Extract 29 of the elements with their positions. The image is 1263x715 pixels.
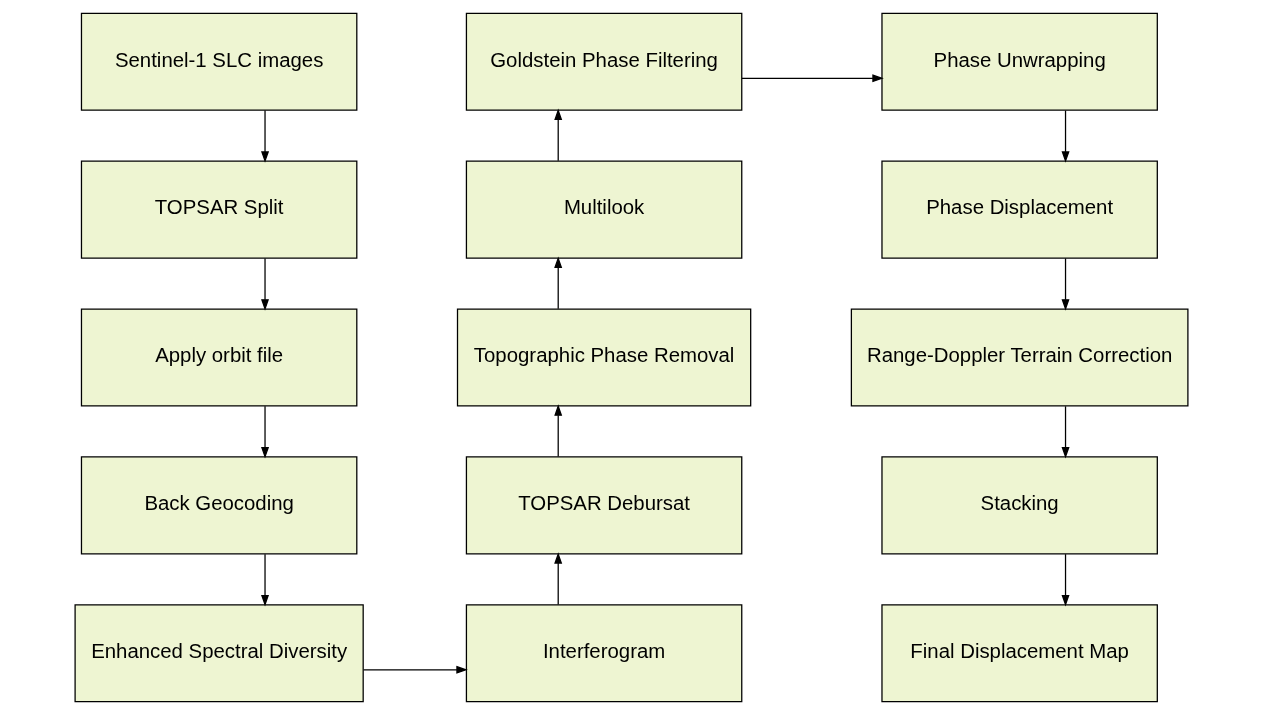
arrow bbox=[554, 404, 563, 458]
arrow bbox=[554, 552, 563, 606]
arrow bbox=[554, 256, 563, 310]
arrow bbox=[1061, 109, 1070, 163]
arrow bbox=[261, 109, 270, 163]
node-box: Phase Displacement bbox=[881, 160, 1158, 259]
arrow bbox=[741, 74, 884, 83]
node-box: Back Geocoding bbox=[80, 456, 358, 555]
node-box: Phase Unwrapping bbox=[881, 12, 1158, 111]
arrow bbox=[362, 665, 468, 674]
arrow bbox=[261, 405, 270, 459]
arrow bbox=[1061, 405, 1070, 459]
node-box: Goldstein Phase Filtering bbox=[465, 12, 743, 111]
node-box: Enhanced Spectral Diversity bbox=[74, 604, 364, 703]
node-box: Stacking bbox=[881, 456, 1158, 555]
node-box: Apply orbit file bbox=[80, 308, 358, 407]
arrow bbox=[1061, 553, 1070, 607]
arrow bbox=[261, 257, 270, 311]
arrow bbox=[1061, 257, 1070, 311]
node-box: Range-Doppler Terrain Correction bbox=[850, 308, 1189, 407]
node-box: TOPSAR Debursat bbox=[465, 456, 743, 555]
arrow bbox=[261, 553, 270, 607]
arrow bbox=[554, 108, 563, 162]
node-box: Multilook bbox=[465, 160, 743, 259]
node-box: Topographic Phase Removal bbox=[456, 308, 752, 407]
node-box: Interferogram bbox=[465, 604, 743, 703]
node-box: Sentinel-1 SLC images bbox=[80, 12, 358, 111]
node-box: TOPSAR Split bbox=[80, 160, 358, 259]
node-box: Final Displacement Map bbox=[881, 604, 1158, 703]
